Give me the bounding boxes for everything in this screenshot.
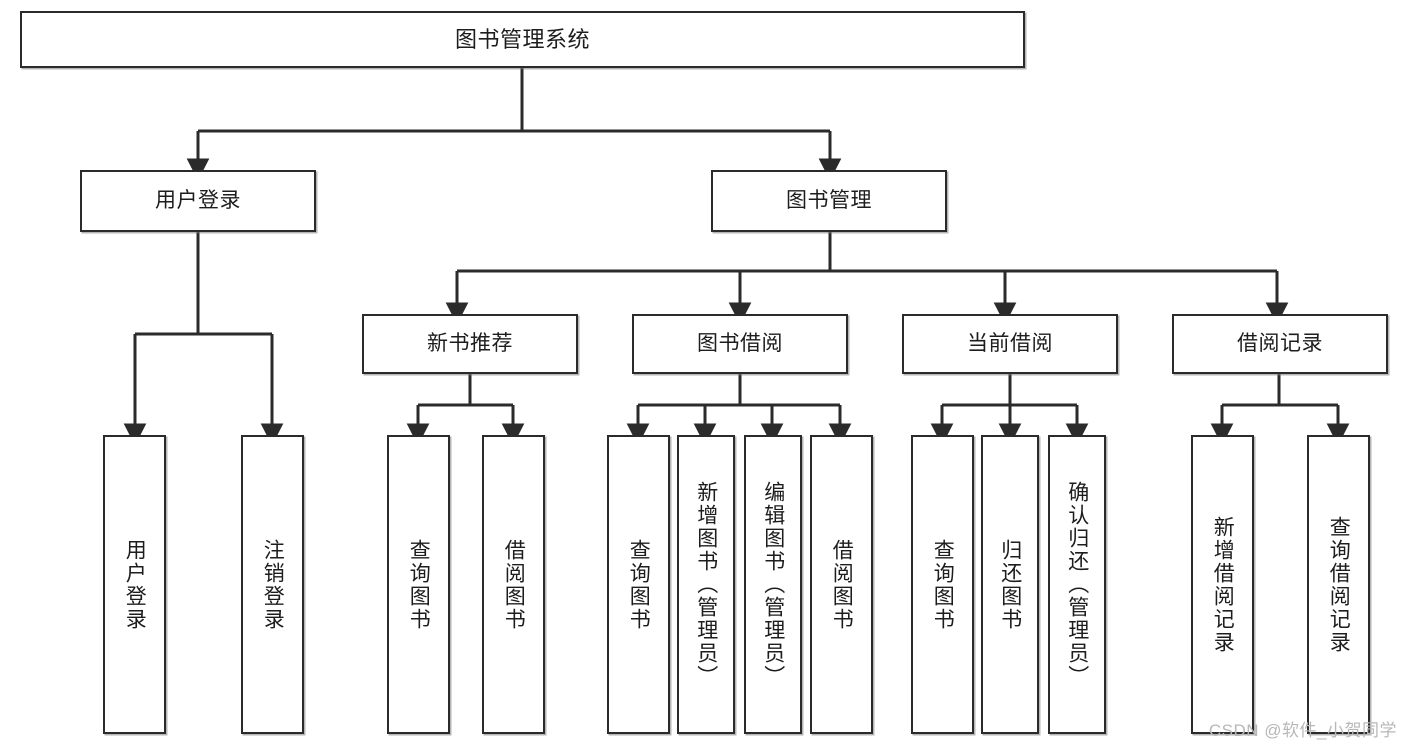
node-label: 确认归还（管理员）: [1065, 481, 1089, 688]
node-label: 新增图书（管理员）: [694, 481, 718, 688]
node-book-management[interactable]: 图书管理: [711, 170, 947, 232]
leaf-new-book-borrow-book[interactable]: 借阅图书: [482, 435, 545, 734]
node-user-login[interactable]: 用户登录: [80, 170, 316, 232]
leaf-book-borrow-borrow-book[interactable]: 借阅图书: [810, 435, 873, 734]
leaf-new-book-query-book[interactable]: 查询图书: [387, 435, 450, 734]
leaf-current-borrow-return-book[interactable]: 归还图书: [981, 435, 1039, 734]
node-label: 借阅图书: [830, 538, 854, 631]
node-label: 归还图书: [998, 538, 1022, 631]
node-book-borrow[interactable]: 图书借阅: [632, 314, 848, 374]
leaf-user-login-login[interactable]: 用户登录: [103, 435, 166, 734]
leaf-book-borrow-add-book-admin[interactable]: 新增图书（管理员）: [677, 435, 735, 734]
csdn-watermark: CSDN @软件_小贺同学: [1208, 721, 1397, 740]
node-label: 查询图书: [931, 538, 955, 631]
leaf-book-borrow-edit-book-admin[interactable]: 编辑图书（管理员）: [744, 435, 802, 734]
node-label: 图书管理: [786, 188, 872, 212]
node-label: 查询借阅记录: [1327, 515, 1351, 654]
node-current-borrow[interactable]: 当前借阅: [902, 314, 1118, 374]
node-label: 查询图书: [627, 538, 651, 631]
node-label: 借阅图书: [502, 538, 526, 631]
leaf-user-login-logout[interactable]: 注销登录: [241, 435, 304, 734]
node-new-book-recommend[interactable]: 新书推荐: [362, 314, 578, 374]
node-label: 新书推荐: [427, 331, 513, 355]
leaf-book-borrow-query-book[interactable]: 查询图书: [607, 435, 670, 734]
node-label: 用户登录: [155, 188, 241, 212]
leaf-current-borrow-query-book[interactable]: 查询图书: [911, 435, 974, 734]
node-label: 当前借阅: [967, 331, 1053, 355]
leaf-borrow-record-query-record[interactable]: 查询借阅记录: [1307, 435, 1370, 734]
node-label: 注销登录: [261, 538, 285, 631]
node-label: 编辑图书（管理员）: [761, 481, 785, 688]
node-label: 图书借阅: [697, 331, 783, 355]
node-root-book-management-system[interactable]: 图书管理系统: [20, 11, 1025, 68]
node-label: 借阅记录: [1237, 331, 1323, 355]
node-label: 用户登录: [123, 538, 147, 631]
node-borrow-record[interactable]: 借阅记录: [1172, 314, 1388, 374]
leaf-current-borrow-confirm-return-admin[interactable]: 确认归还（管理员）: [1048, 435, 1106, 734]
node-label: 新增借阅记录: [1211, 515, 1235, 654]
node-label: 查询图书: [407, 538, 431, 631]
leaf-borrow-record-add-record[interactable]: 新增借阅记录: [1191, 435, 1254, 734]
node-label: 图书管理系统: [454, 26, 590, 52]
